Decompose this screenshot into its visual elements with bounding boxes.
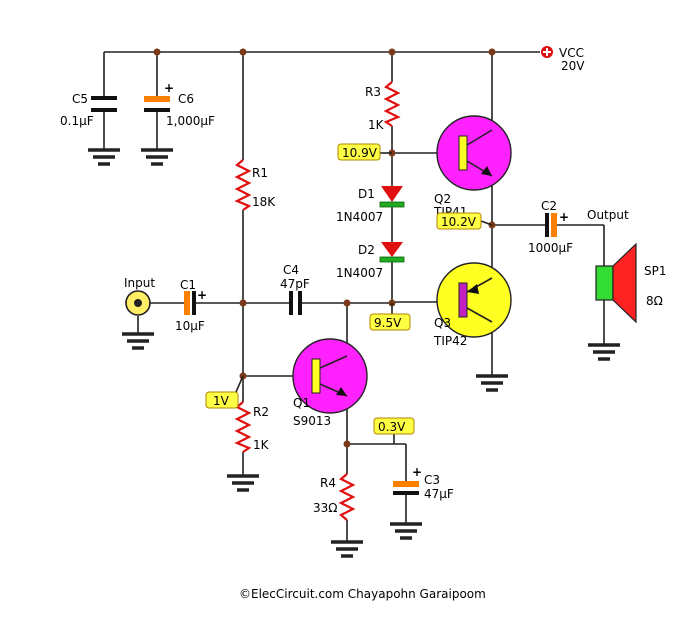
capacitor-c1: + C1 10µF xyxy=(175,278,207,333)
resistor-icon xyxy=(234,159,252,211)
r1-name: R1 xyxy=(252,166,268,180)
voltage-tags: 10.9V 10.2V 9.5V 1V 0.3V xyxy=(205,143,493,444)
diode-d2: D2 1N4007 xyxy=(336,242,405,280)
voltage-tag-output: 10.2V xyxy=(436,212,493,230)
q3-name: Q3 xyxy=(434,316,451,330)
d2-name: D2 xyxy=(358,243,375,257)
sp1-value: 8Ω xyxy=(646,294,663,308)
q1-value: S9013 xyxy=(293,414,331,428)
c1-value: 10µF xyxy=(175,319,205,333)
ground-icon xyxy=(329,540,365,558)
c4-value: 47pF xyxy=(280,277,310,291)
svg-text:9.5V: 9.5V xyxy=(374,316,402,330)
c1-polarity: + xyxy=(197,288,207,302)
diode-d1: D1 1N4007 xyxy=(336,186,405,224)
ground-icon xyxy=(586,343,622,361)
vcc-value: 20V xyxy=(561,59,585,73)
diode-icon xyxy=(381,186,403,202)
ground-icon xyxy=(86,148,122,166)
c3-polarity: + xyxy=(412,465,422,479)
voltage-tag-q1-emitter: 0.3V xyxy=(373,417,415,444)
voltage-tag-q1-base: 1V xyxy=(205,375,244,409)
c3-name: C3 xyxy=(424,473,440,487)
resistor-icon xyxy=(234,401,252,453)
resistor-r3: R3 1K xyxy=(365,81,401,132)
speaker-sp1: Output SP1 8Ω xyxy=(586,208,667,361)
ground-icon xyxy=(120,332,156,350)
resistor-r4: R4 33Ω xyxy=(313,473,365,558)
capacitor-icon xyxy=(289,291,293,315)
transistor-q2: Q2 TIP41 xyxy=(433,115,512,219)
r1-value: 18K xyxy=(252,195,276,209)
capacitor-icon xyxy=(545,213,549,237)
voltage-tag-q3-base: 9.5V xyxy=(369,303,411,331)
svg-text:1V: 1V xyxy=(213,394,230,408)
transistor-icon xyxy=(436,262,512,338)
capacitor-icon xyxy=(184,291,190,315)
r3-name: R3 xyxy=(365,85,381,99)
capacitor-icon xyxy=(91,96,117,100)
input-label: Input xyxy=(124,276,155,290)
capacitor-c2: + C2 1000µF xyxy=(528,199,573,255)
c6-value: 1,000µF xyxy=(166,114,215,128)
svg-text:0.3V: 0.3V xyxy=(378,420,406,434)
resistor-icon xyxy=(338,473,356,521)
ground-icon xyxy=(139,148,175,166)
capacitor-c5: C5 0.1µF xyxy=(60,92,122,166)
r3-value: 1K xyxy=(368,118,385,132)
voltage-tag-q2-base: 10.9V xyxy=(337,143,392,161)
d1-name: D1 xyxy=(358,187,375,201)
r4-name: R4 xyxy=(320,476,336,490)
output-label: Output xyxy=(587,208,629,222)
diode-icon xyxy=(381,242,403,257)
d2-value: 1N4007 xyxy=(336,266,383,280)
c6-polarity: + xyxy=(164,81,174,95)
r2-name: R2 xyxy=(253,405,269,419)
c1-name: C1 xyxy=(180,278,196,292)
credit-text: ©ElecCircuit.com Chayapohn Garaipoom xyxy=(239,587,486,601)
capacitor-c3: + C3 47µF xyxy=(388,465,454,540)
resistor-r2: R2 1K xyxy=(225,401,270,492)
vcc-label: VCC xyxy=(559,46,584,60)
c6-name: C6 xyxy=(178,92,194,106)
q2-name: Q2 xyxy=(434,192,451,206)
transistor-icon xyxy=(436,115,512,191)
capacitor-c6: + C6 1,000µF xyxy=(139,81,215,166)
speaker-icon xyxy=(595,265,614,301)
c4-name: C4 xyxy=(283,263,299,277)
d1-value: 1N4007 xyxy=(336,210,383,224)
c5-value: 0.1µF xyxy=(60,114,94,128)
ground-icon xyxy=(388,522,424,540)
c2-name: C2 xyxy=(541,199,557,213)
transistor-q3: Q3 TIP42 xyxy=(433,262,512,392)
sp1-name: SP1 xyxy=(644,264,667,278)
capacitor-c4: C4 47pF xyxy=(280,263,310,315)
ground-icon xyxy=(225,474,261,492)
resistor-r1: R1 18K xyxy=(234,159,276,211)
r4-value: 33Ω xyxy=(313,501,337,515)
vcc-terminal: VCC 20V xyxy=(541,46,585,73)
c2-value: 1000µF xyxy=(528,241,573,255)
c5-name: C5 xyxy=(72,92,88,106)
resistor-icon xyxy=(383,81,401,127)
q3-value: TIP42 xyxy=(433,334,467,348)
svg-text:10.2V: 10.2V xyxy=(441,215,477,229)
r2-value: 1K xyxy=(253,438,270,452)
c3-value: 47µF xyxy=(424,487,454,501)
capacitor-icon xyxy=(393,481,419,487)
q1-name: Q1 xyxy=(293,396,310,410)
ground-icon xyxy=(474,374,510,392)
input-jack: Input xyxy=(120,276,156,350)
transistor-icon xyxy=(292,338,368,414)
svg-text:10.9V: 10.9V xyxy=(342,146,378,160)
c2-polarity: + xyxy=(559,210,569,224)
transistor-q1: Q1 S9013 xyxy=(292,338,368,428)
